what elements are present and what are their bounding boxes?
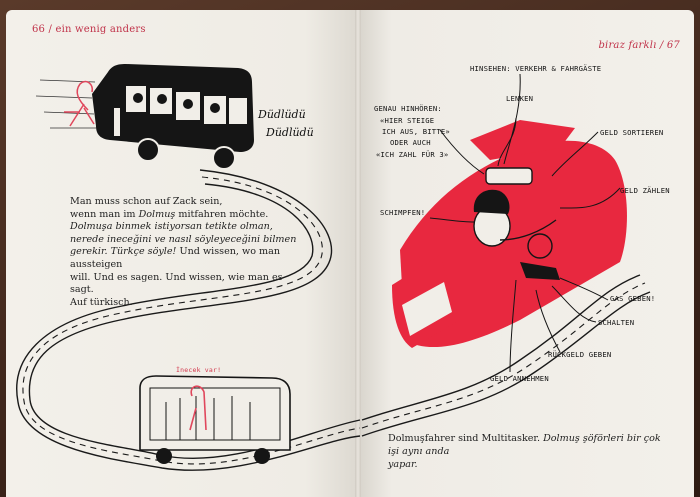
label-rueckgeld: RÜCKGELD GEBEN <box>548 350 612 359</box>
road-right-dashes <box>361 282 646 429</box>
label-geld-annehmen: GELD ANNEHMEN <box>490 374 549 383</box>
label-genau-1: GENAU HINHÖREN: <box>374 104 442 113</box>
label-gas-geben: GAS GEBEN! <box>610 294 656 303</box>
right-caption: Dolmuşfahrer sind Multitasker. Dolmuş şö… <box>388 432 668 471</box>
text-line-2: wenn man im Dolmuş mitfahren möchte. <box>70 208 269 220</box>
left-running-head: 66 / ein wenig anders <box>32 24 146 35</box>
label-genau-5: «ICH ZAHL FÜR 3» <box>376 150 449 159</box>
caption-tr-1: Dolmuş şöförleri bir çok işi aynı anda <box>388 433 661 457</box>
label-hinsehen: HINSEHEN: VERKEHR & FAHRGÄSTE <box>470 64 602 73</box>
road-right-edge-1 <box>361 274 641 421</box>
black-dolmus-bus <box>35 64 254 170</box>
red-dolmus-driver <box>392 120 627 348</box>
text-line-5: gerekir. Türkçe söyle! Und wissen, wo ma… <box>70 246 281 270</box>
road-edge-inner <box>16 183 361 471</box>
text-line-4: nerede ineceğini ve nasıl söyleyeceğini … <box>70 233 297 245</box>
caption-tr-2: yapar. <box>388 459 418 470</box>
book-gutter <box>355 10 361 497</box>
text-line-7: Auf türkisch. <box>70 296 133 308</box>
road-center-dashes <box>22 176 361 465</box>
label-genau-3: ICH AUS, BITTE» <box>382 127 450 136</box>
label-geld-sortieren: GELD SORTIEREN <box>600 128 664 137</box>
label-lenken: LENKEN <box>506 94 534 103</box>
label-schimpfen: SCHIMPFEN! <box>380 208 426 217</box>
small-dolmus-bus <box>139 375 291 464</box>
label-genau-2: «HIER STEIGE <box>380 116 435 125</box>
sound-effect-2: Düdlüdü <box>266 126 314 139</box>
road-right-edge-2 <box>361 291 651 437</box>
bus-shout: İnecek var! <box>176 366 222 374</box>
label-genau-4: ODER AUCH <box>390 138 431 147</box>
text-line-6: will. Und es sagen. Und wissen, wie man … <box>70 271 283 296</box>
label-pointers <box>429 73 621 373</box>
sound-effect-1: Düdlüdü <box>258 108 306 121</box>
text-line-3: Dolmuşa binmek istiyorsan tetikte olman, <box>70 221 273 233</box>
text-line-1: Man muss schon auf Zack sein, <box>70 196 223 207</box>
road-edge-outer <box>28 169 361 459</box>
left-body-text: Man muss schon auf Zack sein, wenn man i… <box>70 196 300 309</box>
right-running-head: biraz farklı / 67 <box>598 40 680 51</box>
caption-de: Dolmuşfahrer sind Multitasker. <box>388 433 541 444</box>
label-schalten: SCHALTEN <box>598 318 635 327</box>
label-geld-zaehlen: GELD ZÄHLEN <box>620 186 670 195</box>
